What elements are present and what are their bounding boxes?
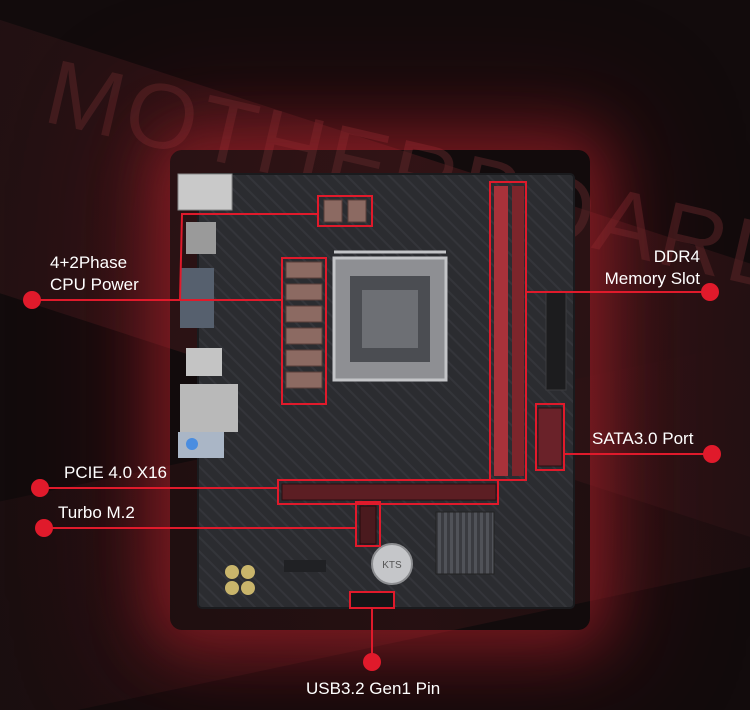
- cmos-battery: KTS: [371, 543, 413, 585]
- atx-power-connector: [545, 291, 567, 391]
- m2-slot: [359, 505, 377, 545]
- chipset-heatsink: [435, 511, 495, 575]
- battery-text: KTS: [382, 560, 402, 571]
- sata-ports: [537, 407, 563, 467]
- vrm-chokes: [285, 199, 367, 389]
- callout-cpu-power: 4+2Phase CPU Power: [50, 253, 139, 294]
- capacitors: [225, 565, 255, 595]
- callout-pcie: PCIE 4.0 X16: [64, 463, 168, 482]
- usb-header: [349, 591, 395, 609]
- callout-dots: [23, 283, 721, 671]
- callout-m2: Turbo M.2: [58, 503, 135, 522]
- highlight-boxes: [277, 181, 565, 547]
- callout-ddr4: DDR4 Memory Slot: [604, 247, 700, 288]
- pcie-x1-slot: [284, 560, 326, 572]
- callout-usb: USB3.2 Gen1 Pin: [306, 679, 441, 698]
- cpu-socket: [332, 250, 448, 382]
- callout-sata: SATA3.0 Port: [592, 429, 694, 448]
- pcie-x16-slot: [281, 483, 497, 501]
- ddr4-slots: [494, 186, 524, 476]
- rear-io-ports: [177, 173, 238, 458]
